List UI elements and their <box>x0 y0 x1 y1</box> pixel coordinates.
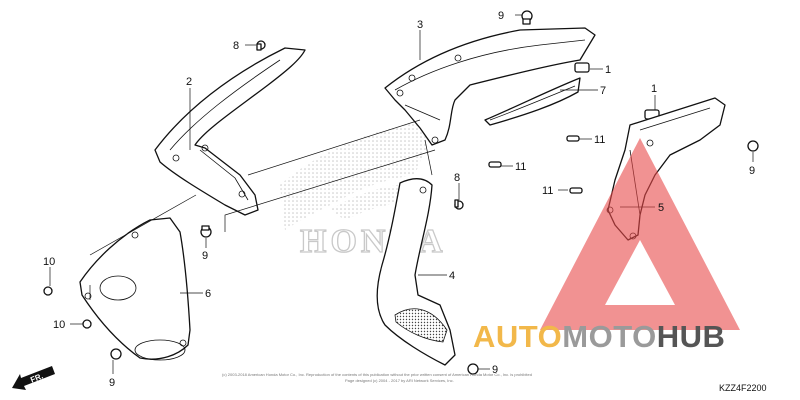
watermark-hub: HUB <box>657 319 726 354</box>
callout-3: 3 <box>417 19 423 31</box>
callout-9-right: 9 <box>749 165 755 177</box>
callout-1-right: 1 <box>651 83 657 95</box>
fastener-10a <box>43 286 53 296</box>
part-4-lower-shroud <box>376 178 456 366</box>
fastener-8a <box>256 40 266 51</box>
watermark-wordmark: AUTOMOTOHUB <box>473 319 725 354</box>
callout-8-top: 8 <box>233 40 239 52</box>
copyright-line-1: (c) 2003-2018 American Honda Motor Co., … <box>222 372 532 377</box>
part-7-flap <box>484 77 581 126</box>
callout-5: 5 <box>658 202 664 214</box>
svg-text:AUTOMOTOHUB: AUTOMOTOHUB <box>473 319 725 354</box>
front-direction-arrow: FR. <box>12 366 55 390</box>
callout-7: 7 <box>600 85 606 97</box>
fastener-11b <box>488 161 502 168</box>
front-direction-label: FR. <box>29 371 44 384</box>
part-2-upper-shroud <box>154 47 306 216</box>
fastener-9a <box>521 10 533 25</box>
callout-9-bottom: 9 <box>109 377 115 389</box>
watermark-auto: AUTO <box>473 319 562 354</box>
fastener-11a <box>566 135 580 142</box>
callout-11-right: 11 <box>542 185 553 197</box>
fastener-9b <box>200 225 212 238</box>
callout-9-left: 9 <box>202 250 208 262</box>
fastener-9c <box>747 140 759 152</box>
callout-9-top: 9 <box>498 10 504 22</box>
callout-10-upper: 10 <box>43 256 55 268</box>
fastener-11c <box>569 187 583 194</box>
callout-11-center: 11 <box>515 161 526 173</box>
callout-8-center: 8 <box>454 172 460 184</box>
diagram-code: KZZ4F2200 <box>719 383 767 393</box>
callout-1-top: 1 <box>605 64 611 76</box>
watermark-moto: MOTO <box>562 319 656 354</box>
assembly-guide-lines <box>89 119 436 300</box>
part-3-center-panel <box>384 27 596 146</box>
callout-2: 2 <box>186 76 192 88</box>
fastener-9d <box>110 348 122 360</box>
callout-9-lower-right: 9 <box>492 364 498 376</box>
part-1-grommet-a <box>574 62 590 73</box>
part-6-lower-cover <box>79 217 191 361</box>
watermark-triangle <box>540 138 740 330</box>
callout-4: 4 <box>449 270 455 282</box>
callout-6: 6 <box>205 288 211 300</box>
fastener-10b <box>82 319 92 329</box>
fastener-8b <box>454 199 464 210</box>
callout-10-lower: 10 <box>53 319 65 331</box>
callout-11-upper: 11 <box>594 134 605 146</box>
copyright-line-2: Page designed (c) 2004 - 2017 by ARI Net… <box>345 378 454 383</box>
